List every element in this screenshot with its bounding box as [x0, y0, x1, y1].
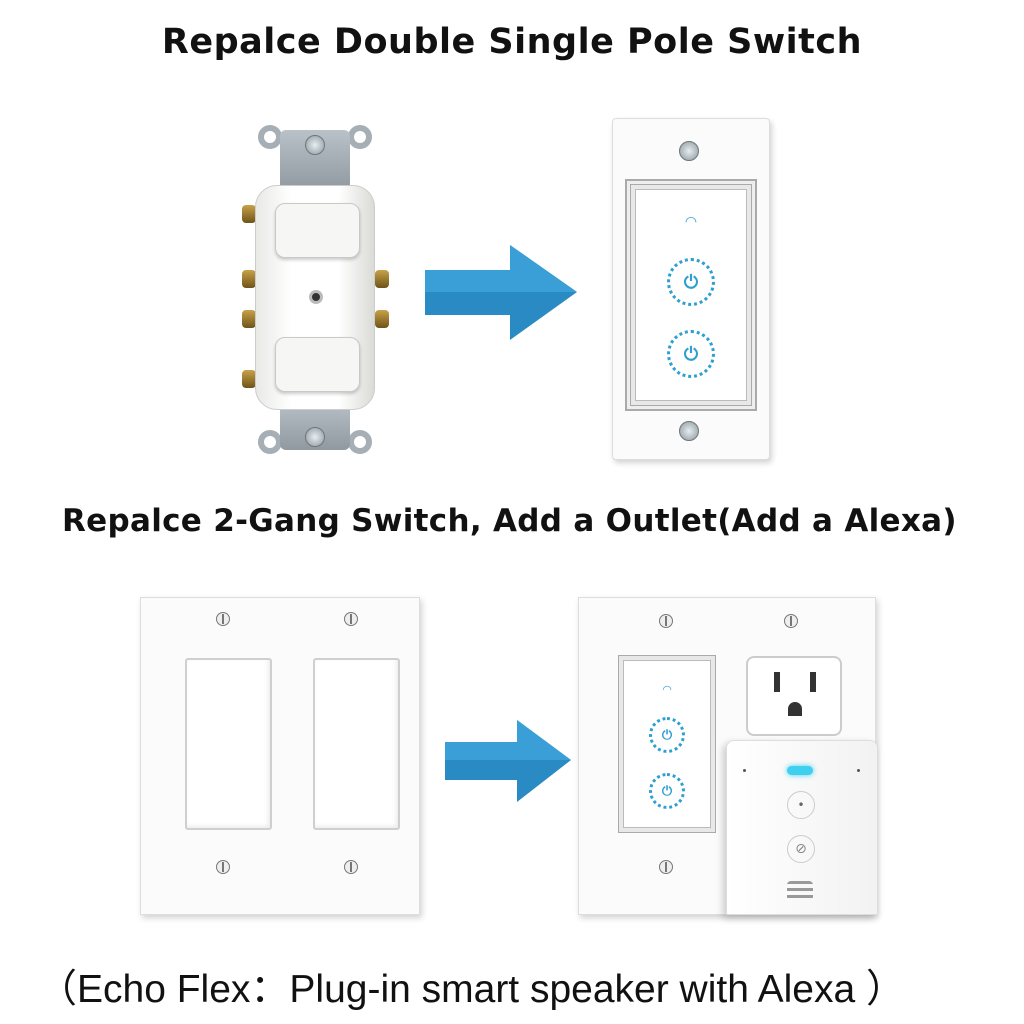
- action-button[interactable]: •: [787, 791, 815, 819]
- speaker-grille: [787, 881, 813, 901]
- double-single-pole-switch-image: [240, 125, 390, 460]
- arrow-right-icon: [425, 245, 577, 340]
- smart-switch-image: ◠ ⏻ ⏻: [612, 118, 770, 460]
- power-icon: ⏻: [683, 271, 699, 293]
- power-icon: ⏻: [683, 343, 699, 365]
- caption: （Echo Flex：Plug-in smart speaker with Al…: [38, 968, 905, 1011]
- power-icon: ⏻: [661, 783, 673, 799]
- mic-off-button[interactable]: ⊘: [787, 835, 815, 863]
- two-gang-switch-image: [140, 597, 420, 915]
- action-icon: •: [797, 798, 805, 812]
- arrow-right-icon: [445, 720, 571, 802]
- mic-off-icon: ⊘: [795, 841, 807, 857]
- power-button-1[interactable]: ⏻: [667, 258, 715, 306]
- outlet: [746, 656, 842, 736]
- power-icon: ⏻: [661, 727, 673, 743]
- echo-flex-image: • ⊘: [726, 740, 878, 915]
- light-bar: [787, 766, 813, 775]
- page-title: Repalce Double Single Pole Switch: [161, 22, 863, 62]
- power-button-2[interactable]: ⏻: [667, 330, 715, 378]
- subtitle: Repalce 2-Gang Switch, Add a Outlet(Add …: [62, 503, 957, 539]
- wifi-icon: ◠: [684, 214, 698, 230]
